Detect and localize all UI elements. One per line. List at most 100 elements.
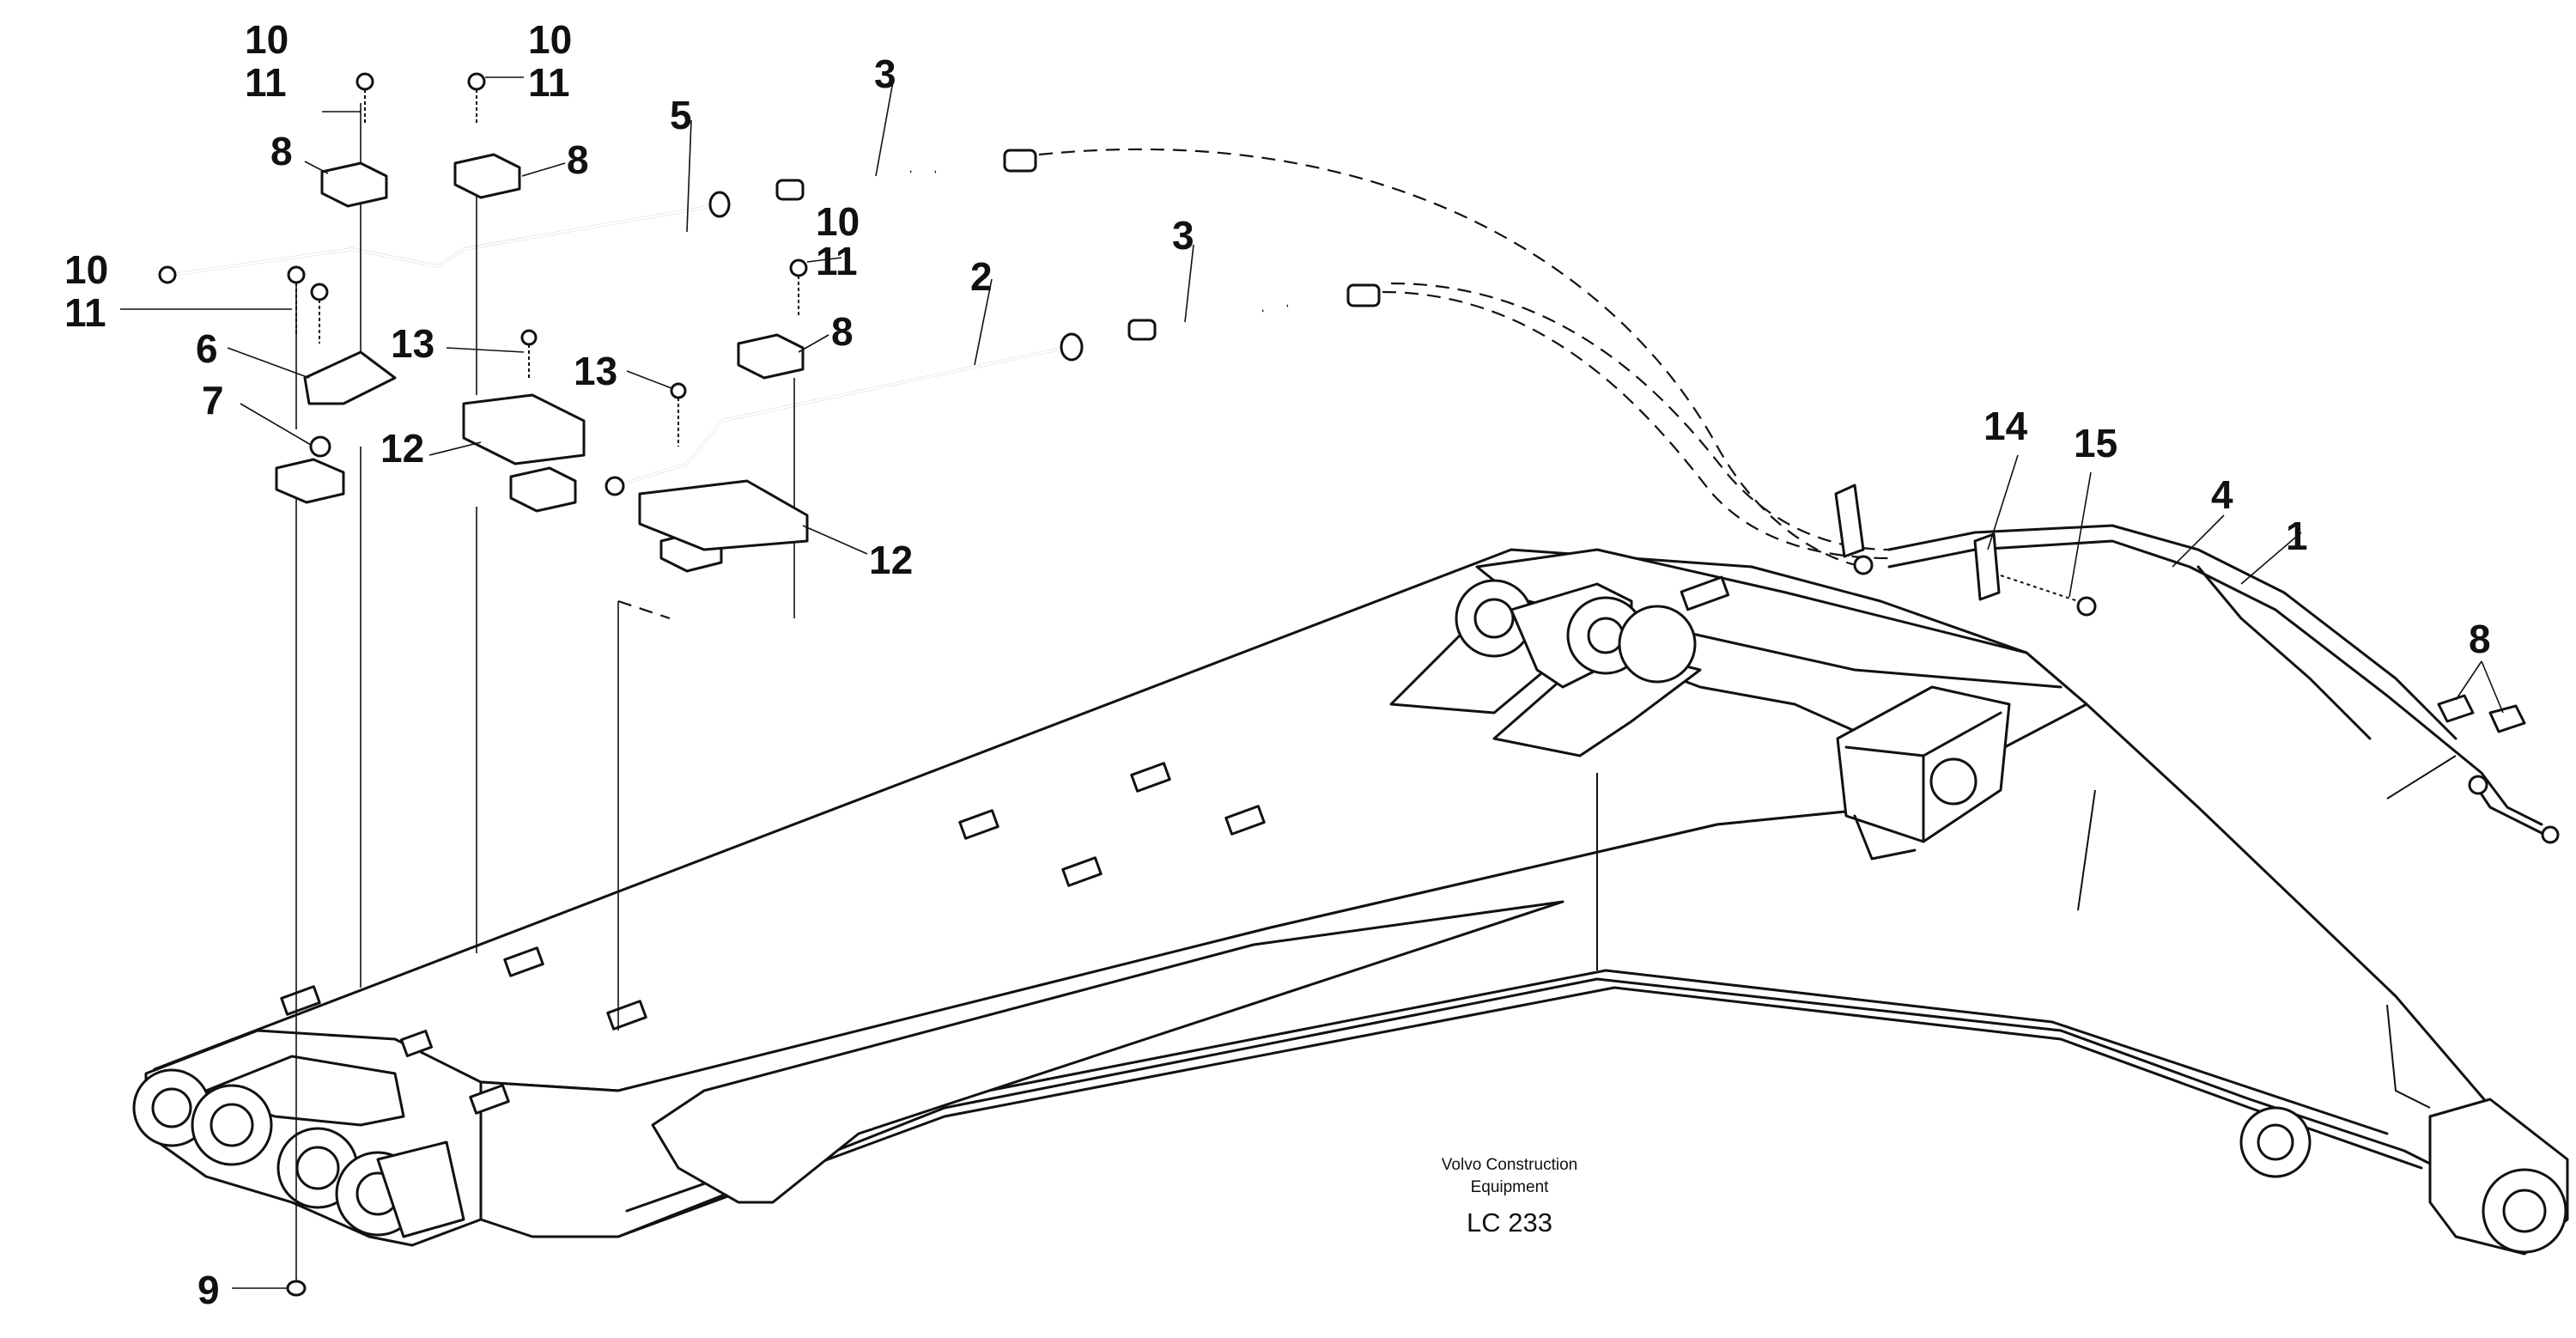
lead-8b (521, 162, 566, 177)
part-label-14: 14 (1984, 404, 2028, 448)
part-label-11: 11 (816, 239, 858, 283)
bolt-10-d (310, 283, 329, 301)
plate-12-a (462, 393, 586, 465)
lead-3b (1184, 244, 1194, 323)
lead-4 (2172, 514, 2225, 568)
lead-12a (428, 441, 482, 456)
part-number-labels: 10 11 10 11 8 8 5 3 10 11 10 11 3 2 6 13… (64, 17, 2491, 1312)
bolt-13-b (670, 382, 687, 399)
lead-6 (227, 347, 310, 379)
clamp-14-body (1973, 532, 2001, 601)
part-label-5: 5 (670, 93, 692, 137)
plate-6 (303, 350, 397, 405)
lead-15 (2069, 471, 2092, 598)
part-label-4: 4 (2211, 472, 2233, 517)
foot-hole-2 (210, 1103, 254, 1147)
hose-3-upper-end (1003, 149, 1037, 173)
gooseneck-nut (1853, 555, 1874, 575)
boom-clamp-6 (958, 809, 999, 840)
lead-8d (2455, 660, 2504, 714)
nut-9 (286, 1280, 307, 1297)
boom-clamp-4 (469, 1084, 510, 1115)
clamp-8-c-top (737, 333, 805, 380)
bolt-15-shank (2000, 575, 2079, 602)
pipe-5-end (158, 265, 177, 284)
drawing-code: LC 233 (1467, 1207, 1552, 1238)
cylinder-lug-hole (1587, 617, 1625, 654)
part-label-10: 10 (245, 17, 289, 62)
pipe-2-nut (1060, 332, 1084, 362)
hose-3-upper-tube-inner (935, 157, 1005, 174)
pipe-2-inner (617, 346, 1066, 487)
gooseneck-clamp (1834, 484, 1865, 558)
leader-lines (120, 76, 2504, 1289)
boom-clamp-5 (399, 1029, 434, 1058)
boom-structure (132, 548, 2569, 1256)
cylinder-lug-boss-2 (1618, 605, 1697, 684)
boom-side-recess (651, 900, 1564, 1204)
pipe-5-nut (708, 191, 731, 218)
part-label-11: 11 (245, 60, 287, 105)
part-label-8: 8 (270, 129, 293, 173)
clamp-8-b-bottom (509, 466, 577, 513)
publisher-line-2: Equipment (1471, 1178, 1550, 1196)
lead-5 (686, 119, 692, 233)
hose-3-lower-tube-inner (1287, 293, 1349, 308)
publisher-line-1: Volvo Construction (1442, 1156, 1577, 1174)
clamp-8-right-1 (2437, 694, 2475, 723)
part-label-10: 10 (816, 199, 860, 244)
part-label-3: 3 (1172, 213, 1194, 258)
part-label-12: 12 (380, 426, 424, 471)
lead-13b (626, 370, 672, 389)
lead-12b (802, 525, 868, 555)
pipe-2-end (605, 476, 625, 496)
lead-8a (304, 161, 329, 174)
boom-clamp-8 (1130, 762, 1171, 793)
pipe-4 (1887, 524, 2458, 740)
lead-1 (2240, 532, 2302, 585)
part-label-7: 7 (202, 378, 224, 423)
routing-line-upper (1038, 148, 1864, 569)
bolt-15-head (2076, 596, 2097, 617)
lead-14 (1987, 454, 2019, 550)
boom-clamp-2 (503, 946, 544, 977)
foot-hole-3 (295, 1146, 340, 1190)
boom-clamp-10 (1680, 575, 1730, 611)
part-label-8: 8 (2469, 617, 2491, 661)
foot-lug (376, 1140, 465, 1238)
spacer-7 (309, 435, 331, 458)
pipe-1-nut (2541, 825, 2560, 844)
lead-3a (875, 81, 894, 177)
boom-clamp-9 (1224, 805, 1266, 836)
pipe-4-nut (2468, 775, 2488, 795)
pipe-1-branch (2196, 565, 2372, 740)
plate-12-b (638, 479, 809, 551)
valve-fitting (1929, 757, 1978, 806)
front-pivot-hole (2502, 1189, 2547, 1233)
clamp-8-b-top (453, 153, 521, 199)
hose-3-upper-inner (789, 169, 911, 193)
hydraulic-lines (158, 148, 2560, 844)
axis-line-e-dash (617, 599, 671, 620)
routing-line-lower-2 (1390, 282, 1890, 551)
bolt-10-b (467, 72, 486, 91)
hose-3-lower-end (1346, 283, 1381, 307)
part-label-13: 13 (574, 349, 617, 393)
clamp-8-a-top (320, 161, 388, 208)
boom-seam-3 (2386, 1004, 2431, 1109)
part-label-1: 1 (2286, 514, 2308, 558)
boom-seam-2 (2077, 789, 2096, 911)
lead-2 (974, 278, 993, 366)
lead-7 (240, 403, 312, 446)
boom-clamp-7 (1061, 856, 1103, 887)
lower-pivot-hole (2257, 1123, 2294, 1161)
pipe-1-end (2471, 780, 2543, 835)
clamp-8-a-bottom (275, 458, 345, 504)
routing-line-lower (1382, 290, 1890, 560)
part-label-2: 2 (970, 254, 993, 299)
publisher-footer: Volvo Construction Equipment LC 233 (1442, 1156, 1577, 1238)
part-label-3: 3 (874, 52, 896, 96)
foot-hole-1 (151, 1087, 192, 1128)
lead-13a (446, 347, 525, 353)
part-label-12: 12 (869, 538, 913, 582)
